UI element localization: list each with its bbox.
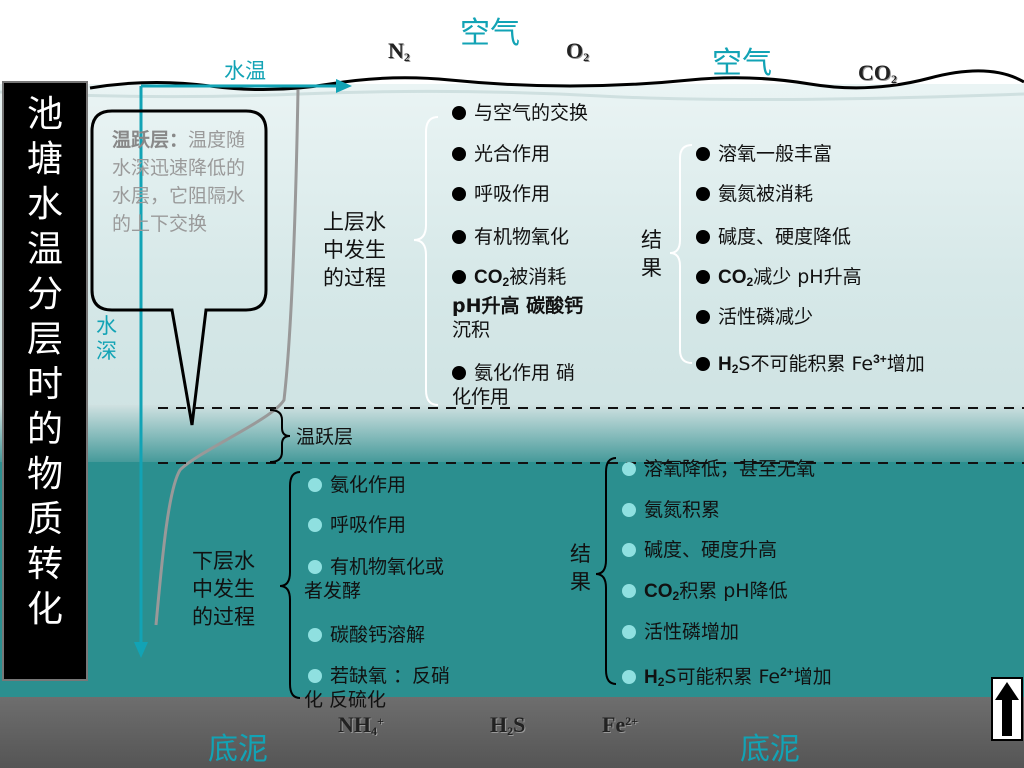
lower-process-label: 下层水中发生的过程 — [192, 549, 255, 629]
gas-o2: O2 — [566, 38, 590, 64]
thermocline-brace — [269, 409, 291, 463]
bullet-icon — [622, 543, 636, 557]
bullet-icon — [696, 230, 710, 244]
bullet-icon — [696, 310, 710, 324]
bullet-icon — [622, 625, 636, 639]
lower-process-denitrification: 若缺氧 ：反硝 化 反硫化 — [304, 665, 451, 711]
upper-process-item: 有机物氧化 — [452, 225, 569, 249]
callout-title: 温跃层： — [112, 129, 189, 151]
lower-result-h2s: H2S可能积累 Fe2+增加 — [622, 660, 832, 694]
bullet-icon — [622, 503, 636, 517]
bullet-icon — [696, 147, 710, 161]
bullet-icon — [452, 147, 466, 161]
bullet-icon — [696, 187, 710, 201]
bullet-icon — [452, 230, 466, 244]
water-surface-wave — [89, 69, 1024, 92]
water-surface-wave-2 — [0, 89, 1024, 102]
lower-process-item: 氨化作用 — [308, 473, 406, 497]
lower-process-item: 呼吸作用 — [308, 513, 406, 537]
air-label-left: 空气 — [460, 16, 520, 51]
depth-axis-arrow — [134, 642, 148, 658]
gas-co2: CO2 — [858, 60, 897, 86]
gas-n2: N2 — [388, 38, 410, 64]
upper-process-item: 与空气的交换 — [452, 101, 588, 125]
lower-result-item: 碱度、硬度升高 — [622, 538, 777, 562]
upper-result-h2s: H2S不可能积累 Fe3+增加 — [696, 347, 925, 381]
upper-result-label: 结果 — [641, 228, 662, 280]
air-label-right: 空气 — [712, 46, 772, 81]
side-title: 池 塘 水 温 分 层 时 的 物 质 转 化 — [26, 94, 63, 630]
sediment-layer — [0, 697, 1024, 768]
up-arrow-icon — [995, 682, 1019, 736]
bullet-icon — [622, 462, 636, 476]
upper-water-layer — [0, 84, 1024, 414]
callout-bubble — [90, 109, 268, 426]
lower-result-co2: CO2积累 pH降低 — [622, 579, 788, 608]
upper-result-item: 氨氮被消耗 — [696, 182, 813, 206]
upper-process-item: 光合作用 — [452, 142, 550, 166]
upper-result-brace — [669, 144, 693, 364]
upper-process-co2: CO2被消耗 pH升高 碳酸钙 沉积 — [452, 266, 584, 341]
sediment-fe: Fe2+ — [602, 712, 639, 737]
sidebar-panel — [2, 81, 88, 681]
lower-result-label: 结果 — [570, 542, 591, 594]
bullet-icon — [452, 106, 466, 120]
upper-result-item: 溶氧一般丰富 — [696, 142, 832, 166]
lower-result-item: 活性磷增加 — [622, 620, 739, 644]
upper-result-item: 碱度、硬度降低 — [696, 225, 851, 249]
bullet-icon — [308, 669, 322, 683]
callout-text: 温跃层：温度随水深迅速降低的水层，它阻隔水的上下交换 — [112, 126, 246, 238]
upper-process-label: 上层水中发生的过程 — [323, 210, 386, 290]
temperature-axis-label: 水温 — [224, 59, 266, 83]
sediment-label-left: 底泥 — [208, 732, 268, 767]
sediment-nh4: NH4+ — [338, 712, 384, 738]
upper-result-item: 活性磷减少 — [696, 305, 813, 329]
depth-axis-label: 水深 — [96, 314, 117, 363]
bullet-icon — [622, 584, 636, 598]
lower-process-brace — [279, 471, 301, 699]
upper-process-brace — [413, 116, 439, 406]
temperature-axis-arrow — [336, 79, 352, 93]
bullet-icon — [696, 357, 710, 371]
lower-result-item: 氨氮积累 — [622, 498, 720, 522]
sediment-label-right: 底泥 — [740, 732, 800, 767]
lower-process-item: 碳酸钙溶解 — [308, 623, 425, 647]
bullet-icon — [308, 628, 322, 642]
callout-body: 温度随水深迅速降低的水层，它阻隔水的上下交换 — [112, 129, 246, 235]
temperature-curve — [154, 89, 300, 626]
upper-process-nitrification: 氨化作用 硝 化作用 — [452, 362, 576, 408]
bullet-icon — [452, 270, 466, 284]
bullet-icon — [696, 270, 710, 284]
lower-result-brace — [595, 457, 617, 685]
bullet-icon — [452, 187, 466, 201]
lower-process-ferment: 有机物氧化或 者发酵 — [304, 556, 445, 602]
bullet-icon — [308, 560, 322, 574]
bullet-icon — [308, 518, 322, 532]
upper-process-item: 呼吸作用 — [452, 182, 550, 206]
upper-result-co2: CO2减少 pH升高 — [696, 265, 862, 294]
bullet-icon — [308, 478, 322, 492]
lower-result-item: 溶氧降低，甚至无氧 — [622, 457, 815, 481]
sediment-h2s: H2S — [490, 712, 526, 738]
thermocline-label: 温跃层 — [296, 426, 354, 448]
bullet-icon — [452, 366, 466, 380]
thermocline-band — [0, 405, 1024, 467]
bullet-icon — [622, 670, 636, 684]
